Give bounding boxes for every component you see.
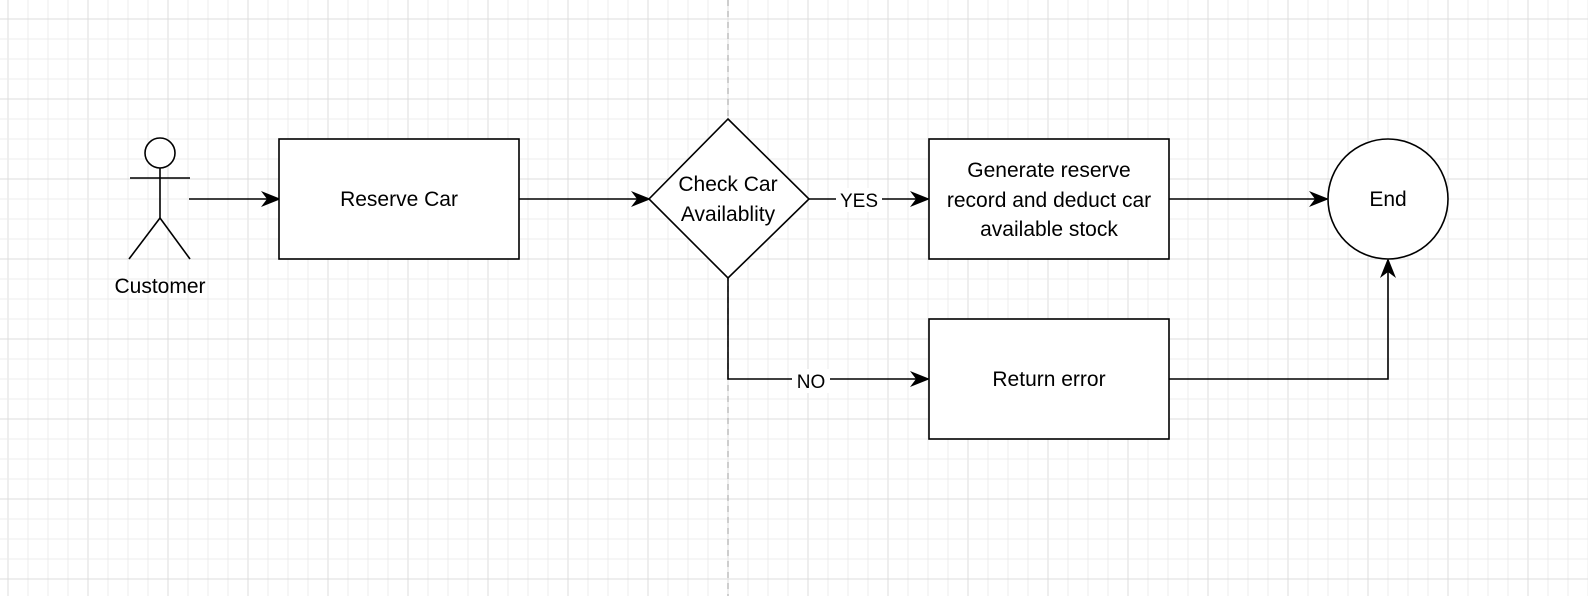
yes-label-bg — [836, 188, 882, 212]
no-edge-label: NO — [797, 372, 826, 393]
end-node[interactable] — [1327, 138, 1449, 260]
customer-actor[interactable] — [128, 137, 191, 260]
actor-label: Customer — [114, 275, 205, 298]
end-label: End — [1369, 188, 1406, 211]
generate-label-line-3: available stock — [980, 218, 1118, 241]
generate-label-line-1: Generate reserve — [967, 159, 1130, 182]
edge-check-to-error-no[interactable] — [727, 278, 930, 387]
actor-left-leg — [128, 217, 161, 260]
reserve-car-label: Reserve Car — [340, 188, 458, 211]
return-error-label: Return error — [992, 368, 1105, 391]
actor-head — [144, 137, 176, 169]
generate-label-line-2: record and deduct car — [947, 189, 1151, 212]
yes-edge-label: YES — [840, 191, 878, 212]
generate-record-node[interactable] — [928, 138, 1170, 260]
check-label-line-2: Availablity — [681, 203, 776, 226]
return-error-node[interactable] — [928, 318, 1170, 440]
check-availability-decision[interactable] — [647, 117, 811, 280]
reserve-car-node[interactable] — [278, 138, 520, 260]
check-label-line-1: Check Car — [678, 173, 777, 196]
no-label-bg — [792, 369, 830, 393]
actor-right-leg — [159, 217, 191, 260]
edge-error-to-end[interactable] — [1169, 258, 1396, 380]
